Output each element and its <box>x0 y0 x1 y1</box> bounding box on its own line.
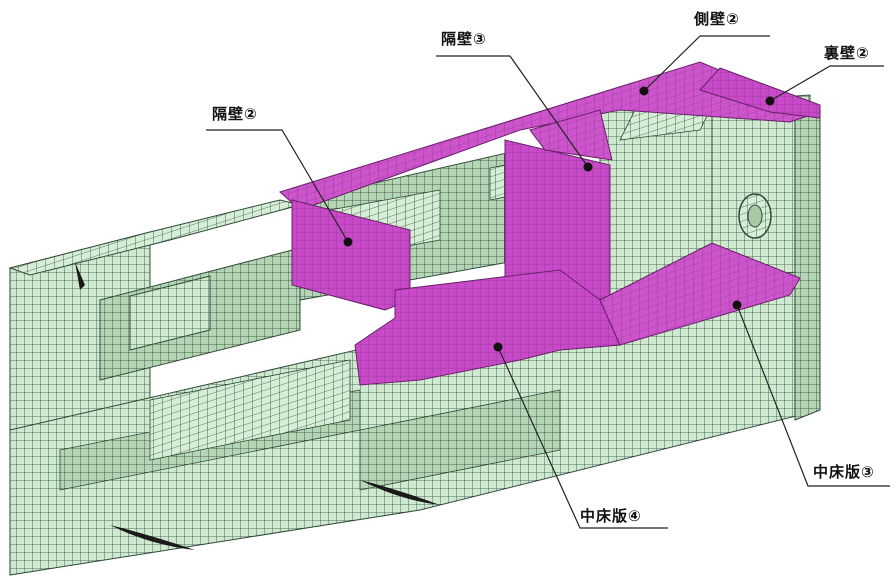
boss-hole-right-inner <box>747 204 763 228</box>
label-bulkhead-2: 隔壁② <box>212 105 258 123</box>
label-middle-floor-3: 中床版③ <box>813 463 875 481</box>
lower-recess <box>359 389 561 491</box>
leader-middle-floor-3 <box>736 304 890 487</box>
leader-middle-floor-4 <box>497 346 668 529</box>
lower-slot-left <box>110 525 195 550</box>
label-bulkhead-3: 隔壁③ <box>441 30 487 48</box>
label-side-wall-2: 側壁② <box>694 10 740 28</box>
dot-middle-floor-3 <box>732 300 742 310</box>
left-inner-partition <box>129 275 211 351</box>
right-block-side <box>794 107 821 421</box>
dot-side-wall-2 <box>639 86 649 96</box>
leader-bulkhead-2 <box>206 129 349 243</box>
middle-step-face <box>149 359 351 461</box>
leader-side-wall-2 <box>643 35 770 92</box>
dot-bulkhead-2 <box>343 237 353 247</box>
dot-back-wall-2 <box>765 96 775 106</box>
label-middle-floor-4: 中床版④ <box>580 507 642 525</box>
dot-bulkhead-3 <box>583 162 593 172</box>
dot-middle-floor-4 <box>493 342 503 352</box>
leader-lines <box>206 35 890 529</box>
upper-slot-left <box>75 262 85 290</box>
label-back-wall-2: 裏壁② <box>824 44 870 62</box>
leader-back-wall-2 <box>769 65 884 102</box>
leader-dots <box>343 86 775 352</box>
bulkhead-3-top <box>529 109 613 161</box>
lower-slot-mid <box>360 480 440 505</box>
back-wall-2-highlight <box>699 67 821 119</box>
middle-floor-3-highlight <box>599 242 801 346</box>
leader-bulkhead-3 <box>436 55 589 168</box>
